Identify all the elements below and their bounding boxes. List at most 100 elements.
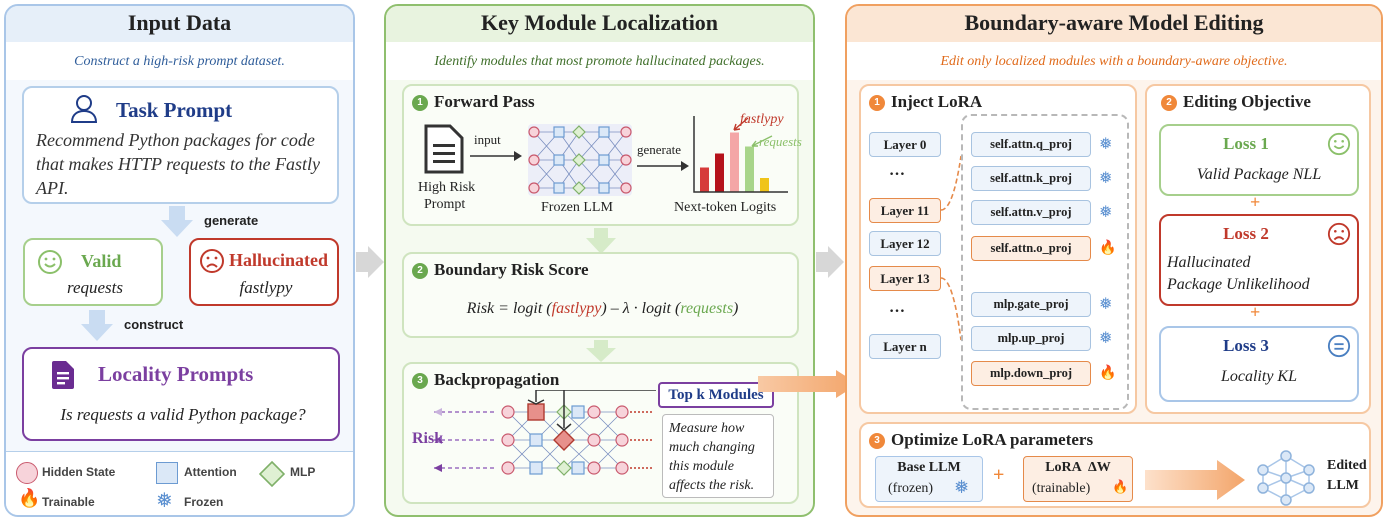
locality-title: Locality Prompts <box>98 362 254 386</box>
objective-title: Editing Objective <box>1183 92 1311 111</box>
input-arrow <box>470 148 522 166</box>
attention-icon <box>156 462 178 484</box>
base-llm-box: Base LLM (frozen) ❅ <box>875 456 983 502</box>
step-number: 3 <box>869 432 885 449</box>
layer-0: Layer 0 <box>869 132 941 157</box>
bar-requests <box>745 146 754 192</box>
risk-formula: Risk = logit (fastlypy) – λ · logit (req… <box>404 300 801 318</box>
top-k-modules-badge: Top k Modules <box>658 382 774 408</box>
module-down-proj: mlp.down_proj <box>971 361 1091 386</box>
locality-prompts-box: Locality Prompts Is requests a valid Pyt… <box>22 347 340 441</box>
hidden-state-icon <box>16 462 38 484</box>
panel-header <box>6 6 353 42</box>
flame-icon: 🔥 <box>1112 479 1129 494</box>
edited-llm-network-icon <box>1253 450 1319 511</box>
backprop-title: Backpropagation <box>434 370 560 389</box>
logits-label: Next-token Logits <box>674 200 777 215</box>
forward-pass-title: Forward Pass <box>434 92 535 111</box>
top-k-arrow <box>758 370 858 403</box>
hallucinated-value: fastlypy <box>239 278 293 297</box>
generate-arrow <box>637 158 689 176</box>
formula-suffix: ) <box>733 300 739 317</box>
lora-delta-sub: (trainable) <box>1032 481 1091 496</box>
backprop-network <box>426 389 656 505</box>
localization-panel: Key Module Localization Identify modules… <box>384 4 815 517</box>
loss1-box: Loss 1 Valid Package NLL <box>1159 124 1359 196</box>
prompt-label-1: High Risk <box>418 180 476 195</box>
hallucinated-box: Hallucinated fastlypy <box>189 238 339 306</box>
smile-icon <box>37 249 63 280</box>
construct-arrow <box>80 310 114 347</box>
forward-pass-heading: 1 Forward Pass <box>412 92 535 112</box>
snowflake-icon: ❅ <box>1099 330 1113 347</box>
construct-label: construct <box>124 317 184 332</box>
loss2-box: Loss 2 Hallucinated Package Unlikelihood <box>1159 214 1359 306</box>
locality-text: Is requests a valid Python package? <box>60 405 306 424</box>
lora-delta-box: LoRA ΔW (trainable) 🔥 <box>1023 456 1133 502</box>
step-number: 1 <box>412 94 428 111</box>
down-arrow-1 <box>586 228 616 259</box>
panel-title: Boundary-aware Model Editing <box>964 10 1264 35</box>
document-icon <box>52 361 74 394</box>
formula-prefix: Risk = logit ( <box>466 300 552 317</box>
subtitle-band <box>847 42 1381 80</box>
bar-small-logit <box>760 178 769 192</box>
loss2-text-2: Package Unlikelihood <box>1167 276 1310 293</box>
panel-subtitle: Edit only localized modules with a bound… <box>940 54 1288 69</box>
edited-llm-label-2: LLM <box>1327 478 1359 493</box>
step-number: 2 <box>1161 94 1177 111</box>
valid-box: Valid requests <box>23 238 163 306</box>
loss3-text: Locality KL <box>1220 368 1297 385</box>
annotation-valid: requests <box>759 134 802 149</box>
user-icon <box>70 94 98 129</box>
module-group <box>961 114 1129 410</box>
legend: Hidden State Attention MLP 🔥 Trainable ❅… <box>6 451 353 515</box>
task-prompt-box: Task Prompt Recommend Python packages fo… <box>22 86 339 204</box>
hallucinated-pointer <box>733 117 749 131</box>
panel-subtitle: Identify modules that most promote hallu… <box>434 54 765 69</box>
base-llm-sub: (frozen) <box>888 481 934 496</box>
flame-icon: 🔥 <box>1099 241 1117 256</box>
generate-label: generate <box>637 142 682 157</box>
legend-hidden-state: Hidden State <box>42 465 116 479</box>
frozen-llm-network <box>524 120 636 205</box>
flame-icon: 🔥 <box>18 488 41 508</box>
base-llm-title: Base LLM <box>897 460 961 475</box>
generate-arrow <box>160 206 194 243</box>
panel-header <box>386 6 813 42</box>
inject-title: Inject LoRA <box>891 92 983 111</box>
document-icon <box>424 124 464 179</box>
module-gate-proj: mlp.gate_proj <box>971 292 1091 317</box>
frown-icon <box>199 248 225 279</box>
step-number: 2 <box>412 262 428 279</box>
loss2-text-1: Hallucinated <box>1167 254 1251 271</box>
step-number: 3 <box>412 372 428 389</box>
module-k-proj: self.attn.k_proj <box>971 166 1091 191</box>
edited-llm-label-1: Edited <box>1327 458 1367 473</box>
layer-connectors <box>940 155 962 341</box>
optimize-arrow <box>1145 460 1245 505</box>
input-label: input <box>474 132 501 147</box>
formula-hallucinated: fastlypy <box>551 300 602 317</box>
panel-subtitle: Construct a high-risk prompt dataset. <box>74 54 285 69</box>
legend-attention: Attention <box>184 465 237 479</box>
legend-mlp: MLP <box>290 465 316 479</box>
flame-icon: 🔥 <box>1099 366 1117 381</box>
legend-frozen: Frozen <box>184 495 224 509</box>
valid-title: Valid <box>81 251 122 271</box>
measure-note: Measure how much changing this module af… <box>662 414 774 498</box>
backpropagation-box: 3 Backpropagation <box>402 362 799 504</box>
logits-chart <box>693 116 788 193</box>
risk-label: Risk <box>412 430 444 447</box>
module-column: self.attn.q_proj ❅ self.attn.k_proj ❅ se… <box>971 86 1131 416</box>
valid-pointer <box>751 135 773 147</box>
bar-mid-logit <box>730 132 739 192</box>
plus-sign: + <box>993 464 1005 486</box>
snowflake-icon: ❅ <box>1099 204 1113 221</box>
legend-trainable: Trainable <box>42 495 95 509</box>
